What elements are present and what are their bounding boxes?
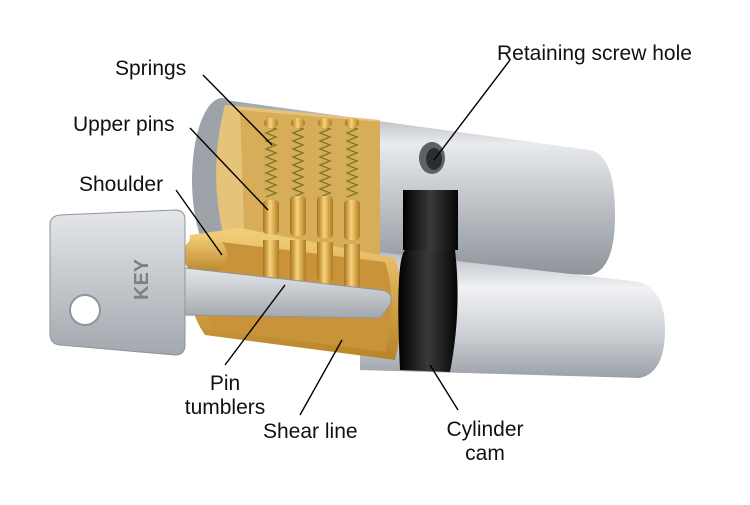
key-icon: KEY (49, 209, 392, 356)
label-pin-tumblers-line1: Pin (209, 372, 241, 395)
label-shoulder: Shoulder (79, 173, 164, 196)
springs (264, 124, 359, 198)
label-cylinder-cam: Cylinder cam (430, 418, 540, 466)
label-retaining-screw-hole: Retaining screw hole (497, 42, 692, 65)
retaining-screw-hole (419, 142, 445, 174)
leader-lines (175, 59, 511, 416)
label-cylinder-cam-line2: cam (465, 442, 505, 465)
label-cylinder-cam-line1: Cylinder (446, 418, 524, 441)
key-engraving: KEY (131, 258, 153, 300)
cylinder-cam (398, 190, 458, 372)
label-shear-line: Shear line (263, 420, 358, 443)
shoulder (183, 235, 227, 275)
label-springs: Springs (115, 57, 187, 80)
label-pin-tumblers-line2: tumblers (184, 396, 266, 419)
spring-caps (264, 118, 359, 128)
label-upper-pins: Upper pins (73, 113, 175, 136)
label-pin-tumblers: Pin tumblers (175, 372, 275, 420)
